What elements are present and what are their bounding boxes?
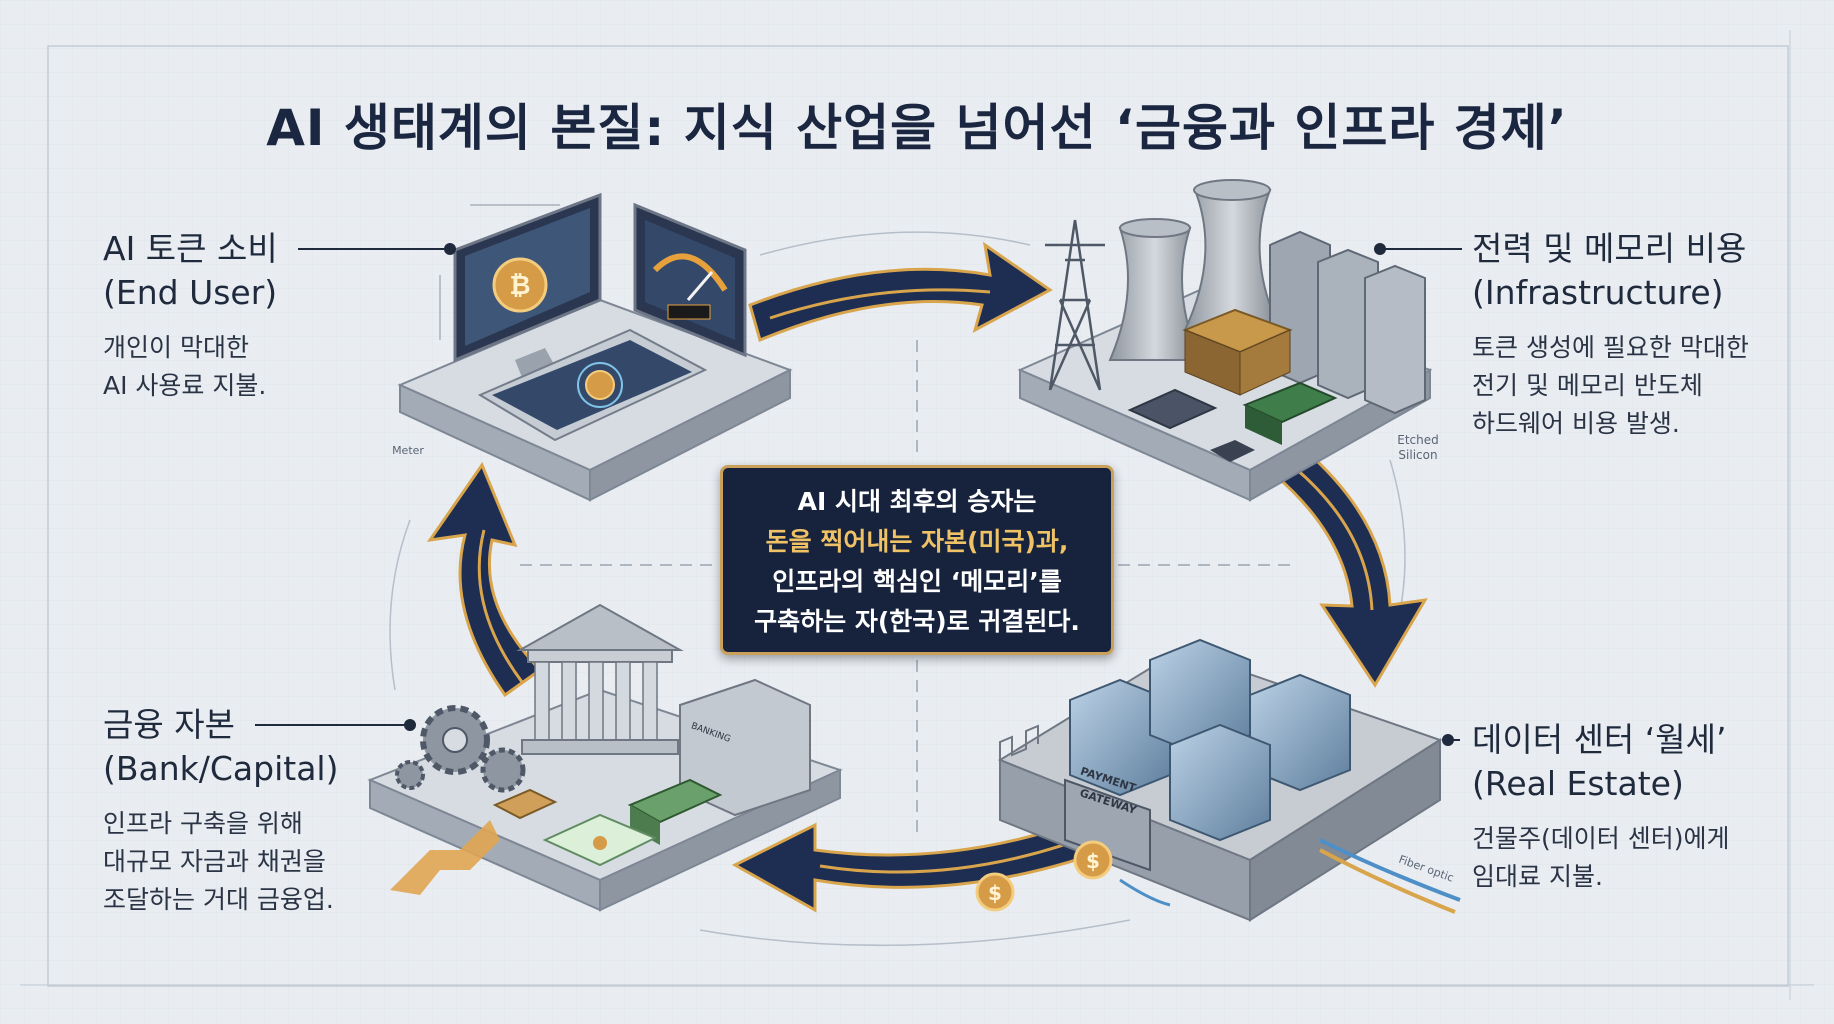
svg-text:₿: ₿ xyxy=(509,271,530,301)
real-estate-heading: 데이터 센터 ‘월세’ xyxy=(1472,720,1727,759)
end-user-subheading: (End User) xyxy=(103,273,278,312)
end-user-heading: AI 토큰 소비 xyxy=(103,229,278,268)
end-user-illustration: ₿ xyxy=(397,192,793,502)
center-message-line-4: 구축하는 자(한국)로 귀결된다. xyxy=(754,607,1080,636)
infrastructure-illustration xyxy=(1017,179,1433,502)
etched-label-2: Silicon xyxy=(1398,448,1437,462)
etched-label-1: Etched xyxy=(1397,433,1439,447)
meter-label: Meter xyxy=(392,444,424,457)
arrow-right xyxy=(1272,448,1428,688)
leader-lines xyxy=(255,243,1462,746)
infrastructure-description: 토큰 생성에 필요한 막대한 전기 및 메모리 반도체 하드웨어 비용 발생. xyxy=(1472,333,1749,438)
end-user-label: AI 토큰 소비 (End User) 개인이 막대한 AI 사용료 지불. xyxy=(103,227,423,405)
infrastructure-label: 전력 및 메모리 비용 (Infrastructure) 토큰 생성에 필요한 … xyxy=(1472,227,1812,443)
real-estate-label: 데이터 센터 ‘월세’ (Real Estate) 건물주(데이터 센터)에게 … xyxy=(1472,718,1812,896)
center-message-line-1: AI 시대 최후의 승자는 xyxy=(797,487,1037,516)
center-message-box: AI 시대 최후의 승자는 돈을 찍어내는 자본(미국)과, 인프라의 핵심인 … xyxy=(720,465,1114,655)
end-user-description: 개인이 막대한 AI 사용료 지불. xyxy=(103,333,267,400)
infrastructure-subheading: (Infrastructure) xyxy=(1472,273,1724,312)
real-estate-subheading: (Real Estate) xyxy=(1472,764,1684,803)
blueprint-frame xyxy=(47,45,1789,987)
bank-capital-illustration xyxy=(367,603,843,912)
center-message-line-3: 인프라의 핵심인 ‘메모리’를 xyxy=(772,567,1062,596)
infrastructure-heading: 전력 및 메모리 비용 xyxy=(1472,229,1747,268)
bank-capital-description: 인프라 구축을 위해 대규모 자금과 채권을 조달하는 거대 금융업. xyxy=(103,809,334,914)
arrow-left xyxy=(426,461,543,698)
bank-capital-heading: 금융 자본 xyxy=(103,705,235,744)
bank-capital-subheading: (Bank/Capital) xyxy=(103,749,339,788)
page-title: AI 생태계의 본질: 지식 산업을 넘어선 ‘금융과 인프라 경제’ xyxy=(266,99,1568,157)
coin-icons: $ $ xyxy=(975,840,1113,912)
data-center-illustration xyxy=(997,638,1461,922)
bank-capital-label: 금융 자본 (Bank/Capital) 인프라 구축을 위해 대규모 자금과 … xyxy=(103,703,423,919)
center-message-line-2: 돈을 찍어내는 자본(미국)과, xyxy=(765,527,1069,556)
svg-text:$: $ xyxy=(988,881,1002,905)
svg-text:$: $ xyxy=(1086,849,1100,873)
arrow-top xyxy=(748,241,1053,343)
real-estate-description: 건물주(데이터 센터)에게 임대료 지불. xyxy=(1472,824,1730,891)
